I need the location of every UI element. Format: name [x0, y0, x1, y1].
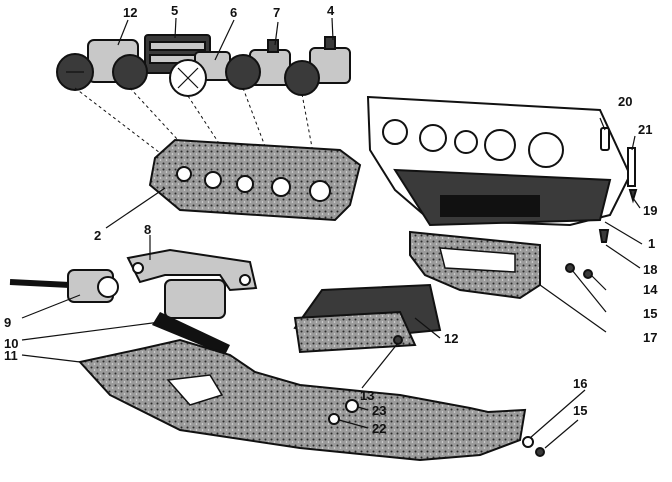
callout-20: 20 [618, 94, 632, 109]
drawer-part-13 [293, 283, 442, 354]
switch-4 [284, 36, 351, 96]
callout-4: 4 [327, 3, 335, 18]
bracket-part-9 [126, 248, 258, 292]
switch-assemblies [56, 34, 351, 97]
callout-15a: 14 [643, 282, 658, 297]
callout-18: 18 [643, 262, 657, 277]
callout-11: 10 [4, 336, 18, 351]
callout-9: 8 [144, 222, 151, 237]
callout-21: 21 [638, 122, 652, 137]
callout-5: 5 [171, 3, 178, 18]
switch-6 [56, 39, 139, 91]
callout-2: 2 [94, 228, 101, 243]
callout-numbers: 12 5 6 7 4 2 8 9 10 11 12 13 23 22 20 21… [4, 3, 658, 436]
callout-6: 12 [123, 5, 137, 20]
lever-switch-part-11 [152, 279, 230, 355]
callout-16b: 16 [573, 376, 587, 391]
fasteners-right [565, 127, 638, 279]
callout-7: 6 [230, 5, 237, 20]
callout-16a: 15 [643, 306, 657, 321]
surround-part-17 [409, 230, 541, 300]
console-housing-part-1 [366, 95, 632, 227]
callout-1: 1 [648, 236, 655, 251]
callout-14: 13 [360, 388, 374, 403]
callout-22: 22 [372, 421, 386, 436]
switch-7 [169, 51, 231, 97]
switch-8 [225, 39, 291, 90]
callout-17: 17 [643, 330, 657, 345]
callout-23: 23 [372, 403, 386, 418]
callout-19: 19 [643, 203, 657, 218]
trim-panel-part-12 [78, 338, 527, 462]
callout-8: 7 [273, 5, 280, 20]
callout-15b: 15 [573, 403, 587, 418]
callout-10: 9 [4, 315, 11, 330]
callout-13: 12 [444, 331, 458, 346]
fasteners-lower [328, 335, 545, 457]
lever-switch-part-10 [9, 269, 119, 303]
panel-part-2 [148, 138, 362, 222]
leader-lines [21, 17, 643, 449]
callout-12: 11 [4, 348, 18, 363]
